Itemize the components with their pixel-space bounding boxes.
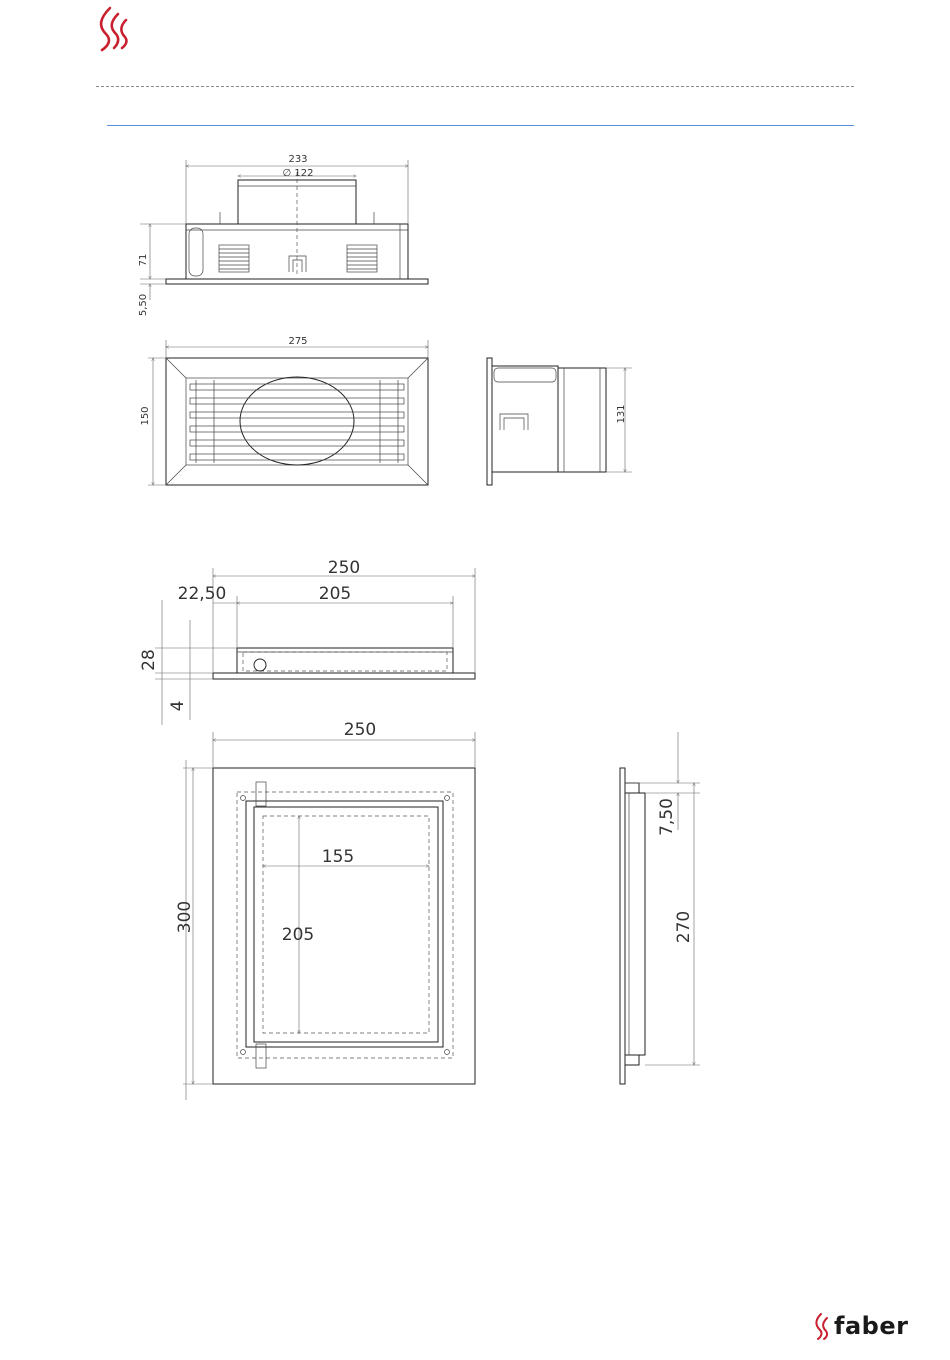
d1-side-view [140,160,428,300]
dim-275: 275 [288,336,307,347]
dim-22-50: 22,50 [178,584,227,604]
dim-4: 4 [168,701,188,712]
dim-150: 150 [140,406,151,425]
faber-logo: faber [812,1309,908,1343]
d1-left-louvre [219,245,249,272]
flame-icon [812,1311,834,1341]
dim-28: 28 [139,649,159,671]
dim-155: 155 [322,847,354,867]
dim-270: 270 [674,911,694,943]
dim-205-top: 205 [319,584,351,604]
d1-side-profile [487,358,632,485]
d1-right-louvre [347,245,377,272]
d2-front-view [183,732,475,1100]
dim-205-front: 205 [282,925,314,945]
d2-side-view [620,732,700,1084]
dim-131: 131 [616,404,627,423]
dim-7-50: 7,50 [657,798,677,836]
dim-250-front: 250 [344,720,376,740]
dim-250-top: 250 [328,558,360,578]
dim-5-50: 5,50 [138,294,149,316]
d1-front-grille [148,340,428,485]
dim-233: 233 [288,154,307,165]
dim-diameter-122: ∅ 122 [283,168,314,179]
dim-300: 300 [175,901,195,933]
dim-71: 71 [138,254,149,267]
brand-name: faber [834,1309,908,1343]
